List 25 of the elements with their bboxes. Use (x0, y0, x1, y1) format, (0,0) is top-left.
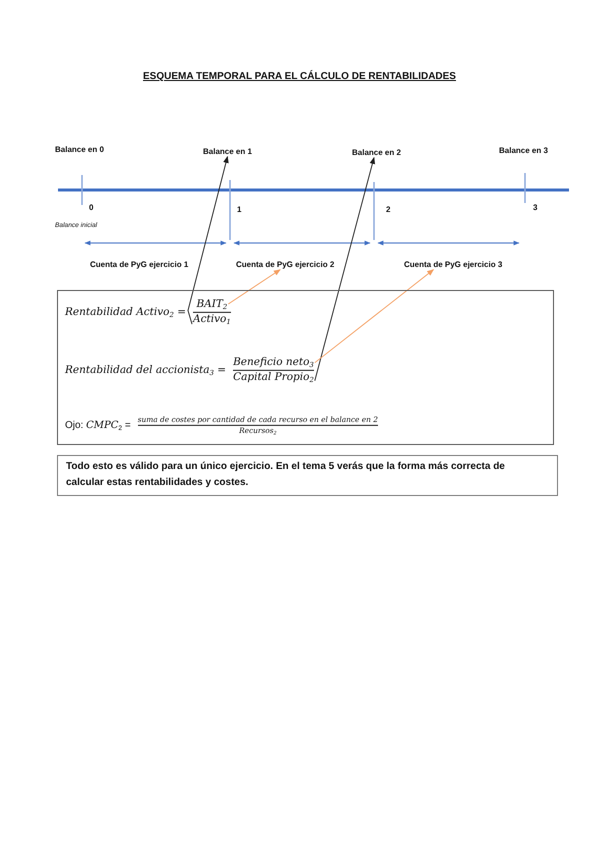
period-label: Cuenta de PyG ejercicio 1 (90, 260, 188, 270)
time-point-label: Balance en 3 (499, 146, 548, 156)
time-point-label: Balance en 0 (55, 145, 104, 155)
arrow (188, 156, 229, 325)
formula-panel (57, 290, 554, 445)
formula-text: Rentabilidad del accionista$_{3}$ = (65, 364, 226, 376)
tick-label: 3 (533, 203, 538, 213)
arrow (314, 156, 376, 382)
period-label: Cuenta de PyG ejercicio 2 (236, 260, 334, 270)
time-point-label: Balance en 1 (203, 147, 252, 157)
tick-label: 1 (237, 205, 242, 215)
note-panel: Todo esto es válido para un único ejercicio. En el tema 5 verás que la forma más correcta de calcular estas rentabilidades y costes. (57, 455, 558, 496)
numerator-term: BAIT$_{2}$ (195, 298, 228, 312)
numerator-term: Beneficio neto$_{3}$ (232, 356, 315, 370)
tick-label: 2 (386, 205, 390, 215)
time-point-label: Balance en 2 (352, 148, 401, 158)
formula-text: Rentabilidad Activo$_{2}$ = (65, 306, 186, 318)
denominator-term: Activo$_{1}$ (192, 312, 232, 326)
period-label: Cuenta de PyG ejercicio 3 (404, 260, 502, 270)
formula-text: Ojo: CMPC$_{2}$ = (65, 420, 131, 430)
page-title: ESQUEMA TEMPORAL PARA EL CÁLCULO DE RENTABILIDADES (143, 71, 456, 82)
pointer-arrow (228, 269, 281, 304)
tick-label: 0 (89, 203, 94, 213)
denominator-term: Capital Propio$_{2}$ (232, 370, 315, 384)
pointer-arrow (314, 269, 434, 364)
